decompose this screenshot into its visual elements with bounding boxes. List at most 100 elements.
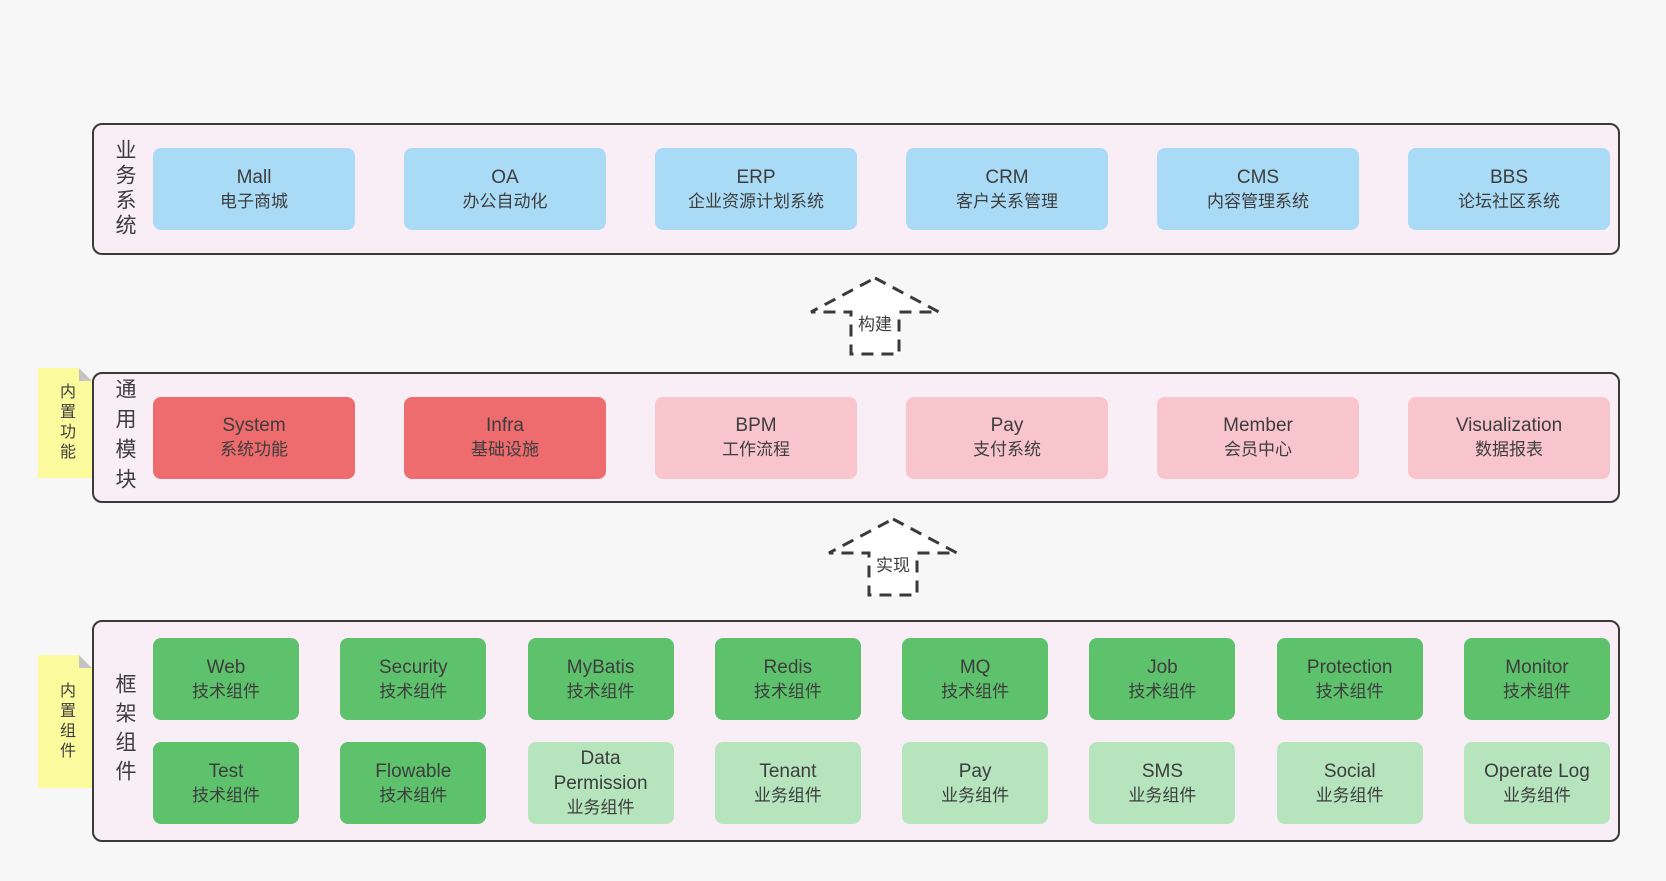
box-subtitle: 业务组件	[1315, 785, 1384, 805]
box-name: Operate Log	[1484, 760, 1590, 782]
box-name: CRM	[985, 166, 1029, 188]
box-monitor: Monitor 技术组件	[1463, 638, 1610, 720]
box-name: SMS	[1141, 760, 1183, 782]
box-subtitle: 技术组件	[941, 681, 1010, 701]
box-name: Monitor	[1505, 656, 1569, 678]
box-subtitle: 数据报表	[1475, 440, 1543, 459]
box-name: Redis	[763, 656, 813, 678]
folded-corner-icon	[79, 368, 92, 381]
box-subtitle: 业务组件	[566, 798, 635, 817]
box-system: System 系统功能	[153, 396, 355, 479]
box-name: Protection	[1306, 656, 1393, 678]
arrow-label: 实现	[873, 551, 913, 576]
box-test: Test 技术组件	[153, 742, 299, 824]
box-subtitle: 技术组件	[192, 681, 260, 701]
box-name: Test	[208, 760, 244, 782]
biz-component-row: Test 技术组件 Flowable 技术组件 Data Permission …	[153, 742, 1610, 824]
box-subtitle: 论坛社区系统	[1458, 191, 1560, 211]
box-subtitle: 业务组件	[1128, 785, 1197, 805]
box-name: Flowable	[375, 760, 452, 782]
box-web: Web 技术组件	[153, 638, 299, 720]
note-label: 内置组件	[57, 681, 74, 762]
box-subtitle: 技术组件	[379, 785, 448, 805]
box-subtitle: 会员中心	[1224, 440, 1292, 459]
tech-component-row: Web 技术组件 Security 技术组件 MyBatis 技术组件 Redi…	[153, 638, 1610, 720]
box-oa: OA 办公自动化	[404, 148, 606, 230]
business-box-row: Mall 电子商城 OA 办公自动化 ERP 企业资源计划系统 CRM 客户关系…	[153, 125, 1610, 253]
box-name: Visualization	[1455, 415, 1563, 436]
note-label: 内置功能	[57, 383, 74, 463]
box-cms: CMS 内容管理系统	[1157, 148, 1359, 230]
box-name: Data Permission	[553, 748, 648, 794]
box-protection: Protection 技术组件	[1276, 638, 1423, 720]
box-name: Infra	[485, 415, 525, 436]
section-label: 业务系统	[113, 139, 136, 239]
box-name: CMS	[1236, 166, 1280, 188]
box-tenant: Tenant 业务组件	[714, 742, 861, 824]
box-infra: Infra 基础设施	[404, 396, 606, 479]
arrow-label: 构建	[855, 310, 895, 335]
box-operate-log: Operate Log 业务组件	[1463, 742, 1610, 824]
box-subtitle: 基础设施	[471, 440, 539, 459]
box-subtitle: 技术组件	[1502, 681, 1571, 701]
box-subtitle: 技术组件	[1315, 681, 1384, 701]
box-subtitle: 业务组件	[1502, 785, 1571, 805]
folded-corner-icon	[79, 655, 92, 668]
box-subtitle: 办公自动化	[462, 191, 548, 211]
box-subtitle: 支付系统	[973, 440, 1041, 459]
box-member: Member 会员中心	[1157, 396, 1359, 479]
box-subtitle: 业务组件	[941, 785, 1010, 805]
sticky-note-builtin-components: 内置组件	[38, 655, 92, 788]
box-name: Pay	[958, 760, 992, 782]
box-name: MyBatis	[566, 656, 635, 678]
module-box-row: System 系统功能 Infra 基础设施 BPM 工作流程 Pay 支付系统…	[153, 374, 1610, 501]
box-subtitle: 工作流程	[722, 440, 790, 459]
box-name: Pay	[990, 415, 1024, 436]
component-box-rows: Web 技术组件 Security 技术组件 MyBatis 技术组件 Redi…	[153, 622, 1610, 840]
box-name: Security	[378, 656, 448, 678]
section-common-modules: 通用模块 System 系统功能 Infra 基础设施 BPM 工作流程 Pay…	[92, 372, 1620, 503]
box-name: Web	[206, 656, 246, 678]
arrow-build: 构建	[809, 276, 941, 356]
box-bpm: BPM 工作流程	[655, 396, 857, 479]
box-sms: SMS 业务组件	[1089, 742, 1236, 824]
box-name: ERP	[736, 166, 776, 188]
box-name: MQ	[959, 656, 991, 678]
box-bbs: BBS 论坛社区系统	[1408, 148, 1610, 230]
box-redis: Redis 技术组件	[714, 638, 861, 720]
section-framework-components: 框架组件 Web 技术组件 Security 技术组件 MyBatis 技术组件…	[92, 620, 1620, 842]
sticky-note-builtin-features: 内置功能	[38, 368, 92, 478]
box-name: Tenant	[759, 760, 817, 782]
box-name: Mall	[236, 166, 272, 188]
box-subtitle: 企业资源计划系统	[688, 191, 824, 211]
box-visualization: Visualization 数据报表	[1408, 396, 1610, 479]
box-name: Social	[1323, 760, 1376, 782]
box-pay-component: Pay 业务组件	[902, 742, 1049, 824]
box-name: BPM	[735, 415, 777, 436]
box-mall: Mall 电子商城	[153, 148, 355, 230]
box-job: Job 技术组件	[1089, 638, 1236, 720]
box-subtitle: 技术组件	[1128, 681, 1197, 701]
box-data-permission: Data Permission 业务组件	[527, 742, 674, 824]
box-subtitle: 客户关系管理	[956, 191, 1058, 211]
box-subtitle: 技术组件	[566, 681, 635, 701]
box-name: System	[222, 415, 286, 436]
section-business-systems: 业务系统 Mall 电子商城 OA 办公自动化 ERP 企业资源计划系统 CRM…	[92, 123, 1620, 255]
box-subtitle: 技术组件	[379, 681, 448, 701]
box-name: OA	[491, 166, 519, 188]
box-name: Member	[1223, 415, 1293, 436]
box-flowable: Flowable 技术组件	[340, 742, 487, 824]
box-subtitle: 电子商城	[220, 191, 288, 211]
box-subtitle: 技术组件	[192, 785, 260, 805]
section-label: 框架组件	[113, 673, 136, 789]
box-mq: MQ 技术组件	[902, 638, 1049, 720]
box-name: Job	[1147, 656, 1178, 678]
box-crm: CRM 客户关系管理	[906, 148, 1108, 230]
box-pay-module: Pay 支付系统	[906, 396, 1108, 479]
box-mybatis: MyBatis 技术组件	[527, 638, 674, 720]
box-subtitle: 业务组件	[753, 785, 822, 805]
box-erp: ERP 企业资源计划系统	[655, 148, 857, 230]
box-subtitle: 内容管理系统	[1207, 191, 1309, 211]
box-security: Security 技术组件	[340, 638, 487, 720]
